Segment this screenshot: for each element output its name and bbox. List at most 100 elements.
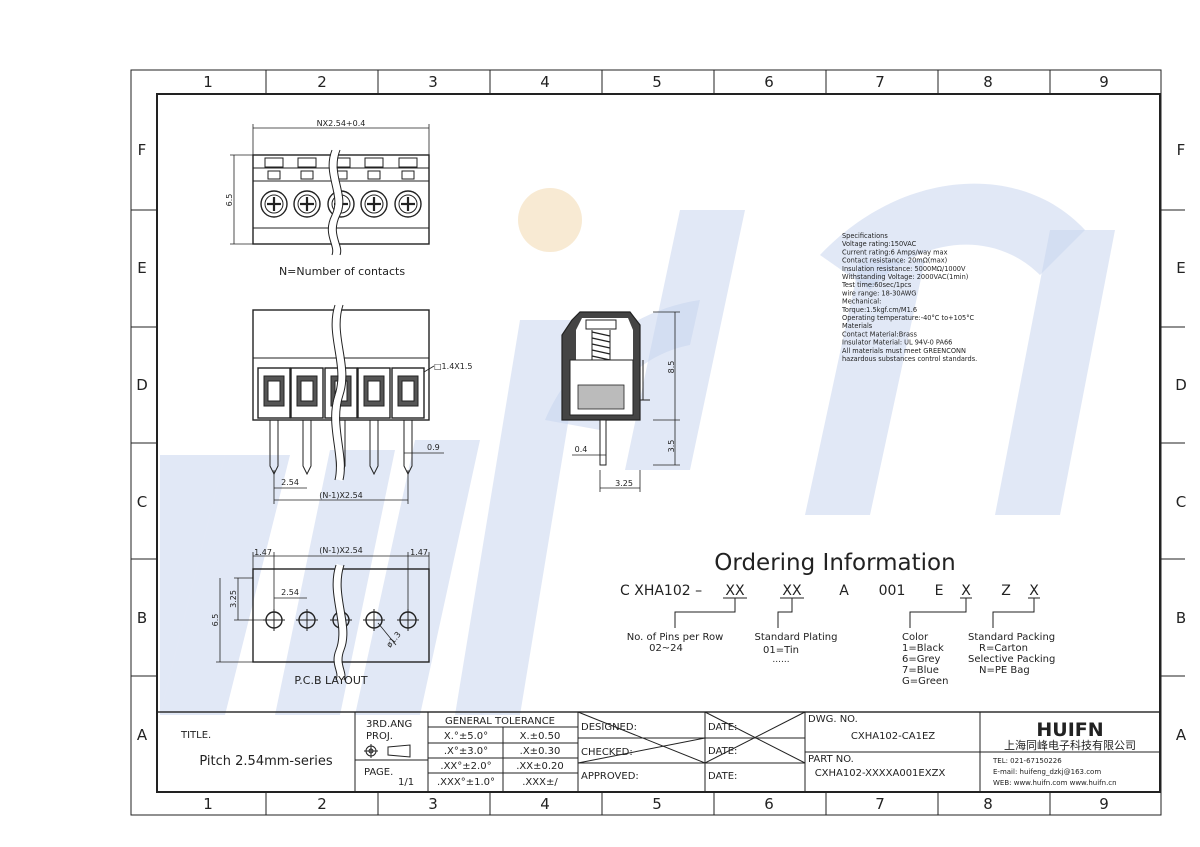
- spec-line: Specifications: [842, 232, 888, 240]
- drawing-title: Pitch 2.54mm-series: [199, 754, 332, 769]
- wire-slot: [398, 157, 418, 168]
- pitch-dimension: 2.54: [281, 478, 299, 487]
- tolerance-angle-4: .XXX°±1.0°: [437, 777, 495, 788]
- top-view-height-dimension: 6.5: [225, 194, 234, 207]
- screw-thread: [591, 337, 611, 343]
- contact-cell: [357, 367, 391, 419]
- spec-line: hazardous substances control standards.: [842, 355, 977, 363]
- code-001: 001: [879, 583, 906, 599]
- zone-row-d: D: [136, 376, 148, 394]
- code-pins: XX: [725, 583, 745, 599]
- zone-column-labels-top: 1 2 3 4 5 6 7 8 9: [203, 73, 1109, 91]
- screw-head: [260, 190, 288, 218]
- company-web: WEB: www.huifn.com www.huifn.cn: [993, 779, 1117, 787]
- drawing-number-label: DWG. NO.: [808, 714, 858, 725]
- packing-selective: Selective Packing: [968, 654, 1055, 665]
- top-view-width-dimension: NX2.54+0.4: [317, 119, 366, 128]
- screw-rim: [364, 194, 384, 214]
- part-number: CXHA102-XXXXA001EXZX: [815, 768, 946, 779]
- spec-line: Torque:1.5kgf.cm/M1.6: [841, 306, 917, 314]
- pcb-layout-caption: P.C.B LAYOUT: [294, 674, 368, 687]
- company-email: E-mail: huifeng_dzkj@163.com: [993, 768, 1101, 776]
- code-color: X: [961, 583, 971, 599]
- slot-lip: [367, 170, 381, 180]
- zone-col-1: 1: [203, 795, 213, 813]
- color-blue: 7=Blue: [902, 665, 939, 676]
- contact-inner: [267, 380, 281, 402]
- front-view: □1.4X1.5 0.9 2.54 (N-1)X2.54: [252, 303, 472, 504]
- color-label: Color: [902, 632, 929, 643]
- projection-label-line1: 3RD.ANG: [366, 719, 412, 730]
- color-black: 1=Black: [902, 643, 944, 654]
- screw-head: [293, 190, 321, 218]
- zone-row-b: B: [1176, 609, 1186, 627]
- spec-line: Current rating:6 Amps/way max: [842, 248, 948, 256]
- pin-square-dimension: □1.4X1.5: [434, 362, 472, 371]
- zone-row-c: C: [1176, 493, 1186, 511]
- pin-width-dimension: 0.4: [575, 445, 588, 454]
- contact-pin: [302, 419, 312, 476]
- packing-pe-bag: N=PE Bag: [979, 665, 1030, 676]
- zone-col-5: 5: [652, 73, 662, 91]
- tolerance-linear-3: .XX±0.20: [516, 761, 564, 772]
- zone-col-1: 1: [203, 73, 213, 91]
- designed-date-label: DATE:: [708, 722, 737, 733]
- zone-col-6: 6: [764, 795, 774, 813]
- packing-carton: R=Carton: [979, 643, 1028, 654]
- zone-col-8: 8: [983, 73, 993, 91]
- spec-line: Insulator Material: UL 94V-0 PA66: [842, 339, 952, 347]
- zone-row-a: A: [1176, 726, 1187, 744]
- span-dimension: (N-1)X2.54: [319, 491, 363, 500]
- zone-col-8: 8: [983, 795, 993, 813]
- tolerance-angle-3: .XX°±2.0°: [440, 761, 491, 772]
- spec-line: Mechanical:: [842, 298, 881, 306]
- wire-slot: [264, 157, 284, 168]
- pcb-pitch-dimension: 2.54: [281, 588, 299, 597]
- spec-line: Contact Material:Brass: [842, 330, 917, 338]
- contact-inner: [401, 380, 415, 402]
- zone-col-3: 3: [428, 73, 438, 91]
- zone-col-9: 9: [1099, 73, 1109, 91]
- pcb-span-dimension: (N-1)X2.54: [319, 546, 363, 555]
- zone-col-7: 7: [875, 73, 885, 91]
- pcb-row-offset-dimension: 3.25: [229, 590, 238, 608]
- screw-rim: [398, 194, 418, 214]
- zone-col-4: 4: [540, 73, 550, 91]
- projection-label-line2: PROJ.: [366, 731, 393, 742]
- zone-col-3: 3: [428, 795, 438, 813]
- color-green: G=Green: [902, 676, 948, 687]
- screw-thread: [591, 331, 611, 337]
- pcb-right-edge-dimension: 1.47: [410, 548, 428, 557]
- title-label: TITLE.: [180, 730, 211, 741]
- contact-pin: [403, 419, 413, 476]
- tolerance-linear-2: .X±0.30: [520, 746, 561, 757]
- zone-col-5: 5: [652, 795, 662, 813]
- tolerance-header: GENERAL TOLERANCE: [445, 716, 555, 727]
- code-z: Z: [1001, 583, 1011, 599]
- code-a: A: [839, 583, 849, 599]
- approved-date-label: DATE:: [708, 771, 737, 782]
- tolerance-linear-1: X.±0.50: [520, 731, 561, 742]
- pcb-left-edge-dimension: 1.47: [254, 548, 272, 557]
- plating-more: ......: [772, 655, 789, 665]
- zone-col-7: 7: [875, 795, 885, 813]
- spec-line: Materials: [842, 322, 873, 330]
- contact-cell: [391, 367, 425, 419]
- checked-label: CHECKED:: [581, 747, 633, 758]
- projection-symbol: [364, 744, 411, 758]
- zone-row-labels-left: F E D C B A: [136, 141, 148, 744]
- pin-gap-dimension: 0.9: [427, 443, 440, 452]
- spec-line: Operating temperature:-40°C to+105°C: [842, 314, 975, 322]
- wire-slot: [297, 157, 317, 168]
- color-grey: 6=Grey: [902, 654, 941, 665]
- screw-thread: [591, 355, 611, 361]
- checked-date-label: DATE:: [708, 746, 737, 757]
- screw-rim: [297, 194, 317, 214]
- zone-row-a: A: [137, 726, 148, 744]
- zone-col-6: 6: [764, 73, 774, 91]
- zone-col-2: 2: [317, 73, 327, 91]
- wire-slot: [364, 157, 384, 168]
- packing-standard: Standard Packing: [968, 632, 1055, 643]
- plating-tin: 01=Tin: [763, 645, 799, 656]
